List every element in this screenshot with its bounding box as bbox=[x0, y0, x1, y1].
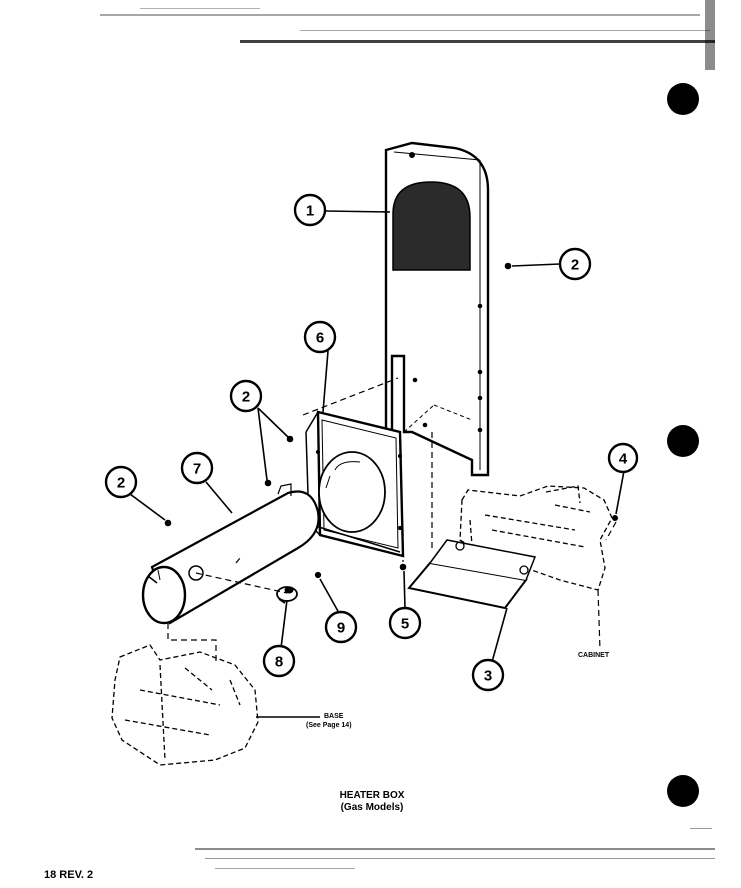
label-cabinet: CABINET bbox=[578, 652, 610, 659]
callouts: 1 2 6 2 2 7 4 5 bbox=[104, 193, 639, 692]
binder-hole-bottom bbox=[667, 775, 699, 807]
svg-text:2: 2 bbox=[571, 257, 579, 274]
leader-lines bbox=[129, 210, 625, 718]
alignment-lines bbox=[167, 377, 617, 665]
label-base-ref: (See Page 14) bbox=[306, 722, 352, 729]
callout-7: 7 bbox=[180, 451, 214, 485]
callout-6: 6 bbox=[303, 320, 337, 354]
label-base: BASE bbox=[324, 713, 344, 720]
screw-2a bbox=[504, 262, 512, 270]
part-7-heater-tube bbox=[141, 483, 320, 625]
scan-noise-bottom bbox=[195, 828, 715, 869]
svg-text:2: 2 bbox=[117, 475, 125, 492]
svg-text:6: 6 bbox=[316, 330, 324, 347]
svg-text:5: 5 bbox=[401, 616, 409, 633]
callout-2-upper-right: 2 bbox=[558, 247, 592, 281]
screw-4 bbox=[612, 515, 618, 521]
screws bbox=[164, 262, 512, 579]
screw-2d bbox=[164, 519, 172, 527]
part-3-bracket bbox=[407, 539, 537, 610]
page-number: 18 REV. 2 bbox=[44, 869, 93, 881]
svg-text:8: 8 bbox=[275, 654, 283, 671]
base-assembly bbox=[111, 644, 259, 766]
cabinet-bracket bbox=[459, 485, 613, 591]
callout-4: 4 bbox=[607, 442, 639, 474]
screw-5 bbox=[399, 563, 407, 571]
callout-2-middle: 2 bbox=[229, 379, 263, 413]
callout-8: 8 bbox=[262, 644, 296, 678]
screw-9 bbox=[314, 571, 322, 579]
binder-hole-top bbox=[667, 83, 699, 115]
callout-9: 9 bbox=[324, 610, 358, 644]
svg-text:7: 7 bbox=[193, 461, 201, 478]
svg-text:4: 4 bbox=[619, 451, 628, 468]
callout-5: 5 bbox=[388, 606, 422, 640]
air-grille bbox=[392, 181, 471, 271]
diagram-title: HEATER BOX bbox=[340, 790, 405, 801]
screw-2c bbox=[264, 479, 272, 487]
callout-1: 1 bbox=[293, 193, 327, 227]
part-6-mounting-gasket bbox=[305, 410, 405, 558]
svg-text:3: 3 bbox=[484, 668, 492, 685]
svg-text:1: 1 bbox=[306, 203, 314, 220]
svg-text:9: 9 bbox=[337, 620, 345, 637]
callout-2-left: 2 bbox=[104, 465, 138, 499]
callout-3: 3 bbox=[471, 658, 505, 692]
binder-hole-middle bbox=[667, 425, 699, 457]
screw-2b bbox=[286, 435, 294, 443]
svg-text:2: 2 bbox=[242, 389, 250, 406]
part-1-heater-duct-panel bbox=[384, 141, 490, 477]
diagram-subtitle: (Gas Models) bbox=[341, 802, 404, 813]
scan-noise-top bbox=[100, 0, 715, 70]
